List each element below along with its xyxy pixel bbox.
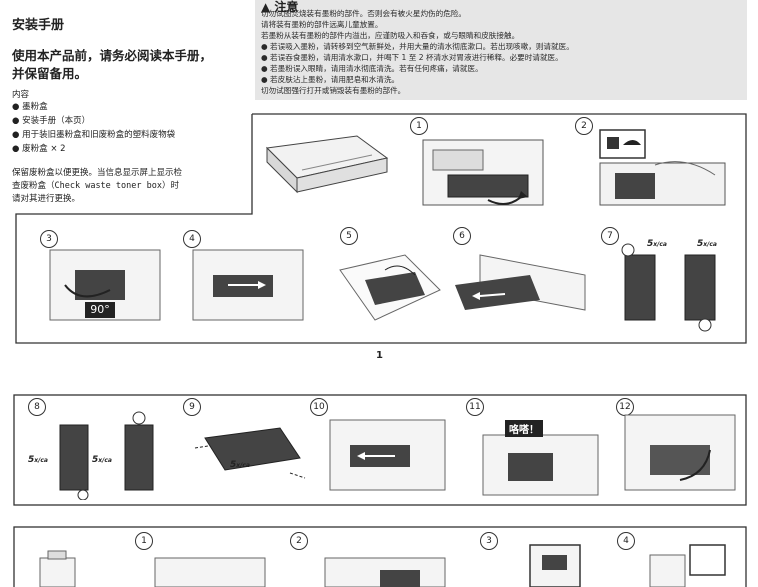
step-number: 10 xyxy=(310,398,328,416)
shake-count-label: 5x/ca xyxy=(647,239,667,249)
list-item: ● 安装手册（本页） xyxy=(12,116,91,126)
warning-heading: ▲ 注意 xyxy=(261,0,299,14)
list-item: ● 用于装旧墨粉盒和旧废粉盒的塑料废物袋 xyxy=(12,130,176,140)
step-number: 11 xyxy=(466,398,484,416)
warning-line: 切勿试图焚烧装有墨粉的部件。否则会有被火星灼伤的危险。 xyxy=(261,9,467,18)
note-line-2: 查废粉盒（Check waste toner box）时 xyxy=(12,181,179,191)
step-number: 3 xyxy=(40,230,58,248)
list-item: ● 废粉盒 × 2 xyxy=(12,144,66,154)
step-9-shake-horizontally-illustration xyxy=(194,427,306,479)
step-number: 4 xyxy=(183,230,201,248)
row4-step-3-illustration xyxy=(529,544,581,587)
page-number: 1 xyxy=(376,350,383,361)
step-3-rotate-lever-illustration xyxy=(49,249,161,321)
warning-line: ● 若误吞食墨粉，请用清水漱口，并喝下 1 至 2 杯清水对胃液进行稀释。必要时… xyxy=(261,53,563,62)
step-8-shake-new-cartridge-illustration xyxy=(59,411,154,500)
step-number: 4 xyxy=(617,532,635,550)
warning-line: ● 若误吸入墨粉，请转移到空气新鲜处，并用大量的清水彻底漱口。若出现咳嗽，则请就… xyxy=(261,42,574,51)
shake-count-label: 5x/ca xyxy=(697,239,717,249)
waste-box-bottle-illustration xyxy=(39,550,76,587)
warning-line: ● 若墨粉误入眼睛，请用清水彻底清洗。若有任何疼痛，请就医。 xyxy=(261,64,483,73)
step-number: 7 xyxy=(601,227,619,245)
step-number: 2 xyxy=(290,532,308,550)
step-7-shake-cartridge-illustration xyxy=(621,243,716,332)
shake-count-label: 5x/ca xyxy=(230,460,250,470)
step-6-store-waste-box-illustration xyxy=(455,254,586,311)
step-number: 6 xyxy=(453,227,471,245)
row4-step-1-illustration xyxy=(154,557,266,587)
step-number: 5 xyxy=(340,227,358,245)
doc-title: 安装手册 xyxy=(12,18,65,33)
step-number: 2 xyxy=(575,117,593,135)
warning-line: 请将装有墨粉的部件远离儿童放置。 xyxy=(261,20,383,29)
heading-line-1: 使用本产品前，请务必阅读本手册， xyxy=(12,48,213,63)
step-number: 1 xyxy=(135,532,153,550)
warning-line: 若墨粉从装有墨粉的部件内溢出，应谨防吸入和吞食，或与眼睛和皮肤接触。 xyxy=(261,31,520,40)
step-11-lock-lever-illustration xyxy=(482,434,599,496)
heading-line-2: 并保留备用。 xyxy=(12,66,88,81)
warning-line: ● 若皮肤沾上墨粉，请用肥皂和水清洗。 xyxy=(261,75,400,84)
step-number: 8 xyxy=(28,398,46,416)
warning-triangle-icon: ▲ xyxy=(261,0,271,14)
step-1-open-cover-illustration xyxy=(422,139,544,206)
step-12-close-cover-illustration xyxy=(624,414,736,491)
row4-step-4-illustration xyxy=(649,544,726,587)
click-sound-callout: 咯嗒！ xyxy=(505,420,543,437)
step-number: 9 xyxy=(183,398,201,416)
step-number: 3 xyxy=(480,532,498,550)
step-10-insert-cartridge-illustration xyxy=(329,419,446,491)
angle-callout: 90° xyxy=(85,302,115,318)
shake-count-label: 5x/ca xyxy=(28,455,48,465)
step-5-bag-old-cartridge-illustration xyxy=(339,254,441,321)
contents-label: 内容 xyxy=(12,90,30,100)
note-line-3: 请对其进行更换。 xyxy=(12,194,81,204)
warning-box: ▲ 注意 切勿试图焚烧装有墨粉的部件。否则会有被火星灼伤的危险。 请将装有墨粉的… xyxy=(255,0,747,100)
step-number: 1 xyxy=(410,117,428,135)
contents-list: ● 墨粉盒 ● 安装手册（本页） ● 用于装旧墨粉盒和旧废粉盒的塑料废物袋 ● … xyxy=(12,100,175,154)
shake-count-label: 5x/ca xyxy=(92,455,112,465)
toner-cartridge-illustration xyxy=(265,135,389,194)
row4-step-2-illustration xyxy=(324,557,446,587)
step-4-remove-cartridge-illustration xyxy=(192,249,304,321)
note-line-1: 保留废粉盒以便更换。当信息显示屏上显示检 xyxy=(12,168,183,178)
warning-line: 切勿试图强行打开或销毁装有墨粉的部件。 xyxy=(261,86,406,95)
list-item: ● 墨粉盒 xyxy=(12,102,48,112)
step-2-display-illustration xyxy=(599,129,726,206)
